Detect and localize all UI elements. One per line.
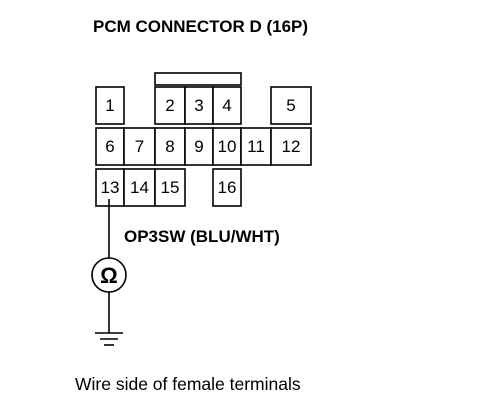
connector-housing: [154, 72, 242, 86]
pin-cell-16: [212, 168, 242, 207]
pin-cell-15: [154, 168, 186, 207]
pin-label-12: 12: [282, 137, 301, 156]
pin-cell-1: [95, 86, 125, 125]
pin-label-10: 10: [218, 137, 237, 156]
pin-cell-5: [270, 86, 312, 125]
pin-cell-8: [154, 127, 186, 166]
ground-icon: [95, 332, 123, 346]
diagram-caption: Wire side of female terminals: [75, 374, 301, 394]
pin-cell-14: [123, 168, 156, 207]
ohm-symbol: Ω: [100, 263, 118, 288]
pin-label-8: 8: [165, 137, 174, 156]
pin-label-5: 5: [286, 96, 295, 115]
pin-cell-9: [184, 127, 214, 166]
pin-cell-13: [95, 168, 125, 207]
pin-label-3: 3: [194, 96, 203, 115]
pin-label-9: 9: [194, 137, 203, 156]
connector-title: PCM CONNECTOR D (16P): [93, 17, 308, 36]
pin-cell-12: [270, 127, 312, 166]
pin-label-13: 13: [101, 178, 120, 197]
pin-cell-3: [184, 86, 214, 125]
wire-label: OP3SW (BLU/WHT): [124, 227, 280, 246]
pin-label-16: 16: [218, 178, 237, 197]
pin-label-4: 4: [222, 96, 231, 115]
pin-label-14: 14: [130, 178, 149, 197]
pin-cell-4: [212, 86, 242, 125]
connector-latch: [154, 72, 242, 86]
pin-label-2: 2: [165, 96, 174, 115]
pin-cell-2: [154, 86, 186, 125]
pin-cell-10: [212, 127, 242, 166]
pin-label-6: 6: [105, 137, 114, 156]
pin-label-1: 1: [105, 96, 114, 115]
pin-label-15: 15: [161, 178, 180, 197]
pin-label-11: 11: [247, 137, 265, 156]
ohmmeter-icon: Ω: [91, 257, 127, 293]
pin-cell-7: [123, 127, 156, 166]
pin-label-7: 7: [135, 137, 144, 156]
